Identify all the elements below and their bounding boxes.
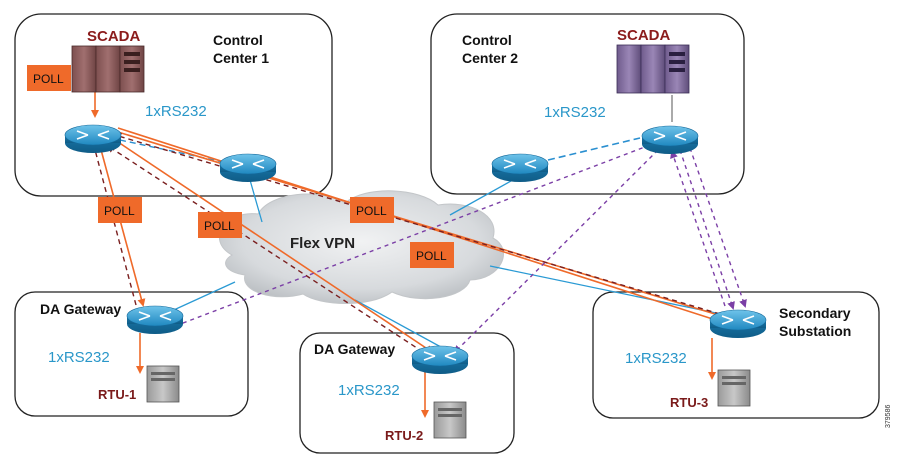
cc2-to-rtu1 [168, 144, 651, 330]
scada-label-cc2: SCADA [617, 27, 671, 44]
link-cc2-router-cloud [449, 175, 521, 216]
cc1-title-line2: Center 1 [213, 50, 269, 66]
server-icon [146, 365, 180, 403]
rtu3-label: RTU-3 [670, 395, 708, 410]
rs232-label-dagw-left: 1xRS232 [48, 349, 110, 366]
scada-server-icon [71, 45, 145, 93]
substation-title-line1: Secondary [779, 305, 851, 321]
server-icon [717, 369, 751, 407]
poll-label: POLL [416, 249, 447, 263]
poll-line-rtu3b [117, 127, 723, 323]
link-cc1-dashed [119, 139, 224, 163]
rs232-label-dagw-center: 1xRS232 [338, 382, 400, 399]
scada-server-icon [616, 44, 690, 94]
cc2-to-rtu3c [670, 150, 726, 307]
figure-id: 379586 [885, 405, 892, 428]
da-gateway-center-title: DA Gateway [314, 341, 395, 357]
server-icon [433, 401, 467, 439]
cloud-label: Flex VPN [290, 235, 355, 252]
router-icon [64, 124, 122, 153]
poll-label: POLL [356, 204, 387, 218]
poll-badge: POLL [198, 212, 242, 238]
poll-label: POLL [33, 72, 64, 86]
rtu2-label: RTU-2 [385, 428, 423, 443]
cc2-to-rtu3a [679, 149, 735, 310]
scada-label-cc1: SCADA [87, 28, 141, 45]
router-icon [491, 153, 549, 182]
rs232-label-cc1: 1xRS232 [145, 103, 207, 120]
router-icon [219, 153, 277, 182]
link-dagw-center-cloud [354, 299, 451, 353]
cc2-title-line2: Center 2 [462, 50, 518, 66]
router-icon [126, 305, 184, 334]
secondary-substation-box [592, 291, 880, 419]
router-icon [411, 345, 469, 374]
poll-badge-cc1: POLL [27, 65, 71, 91]
cc2-to-rtu3b [689, 147, 747, 308]
poll-badge: POLL [350, 197, 394, 223]
poll-label: POLL [104, 204, 135, 218]
connections [91, 92, 747, 418]
cc1-title-line1: Control [213, 32, 263, 48]
return-rtu3 [113, 132, 721, 315]
poll-badge: POLL [98, 197, 142, 223]
link-cc2-dashed [547, 137, 641, 161]
da-gateway-left-title: DA Gateway [40, 301, 121, 317]
poll-line-rtu1 [99, 145, 146, 307]
rs232-label-substation: 1xRS232 [625, 350, 687, 367]
da-gateway-left-box [14, 291, 249, 417]
rtu1-label: RTU-1 [98, 387, 136, 402]
router-icon [641, 125, 699, 154]
poll-line-rtu3a [117, 131, 730, 321]
substation-title-line2: Substation [779, 323, 851, 339]
poll-label: POLL [204, 219, 235, 233]
cc2-title-line1: Control [462, 32, 512, 48]
poll-line-rtu2 [114, 139, 434, 354]
link-cc1-router-cloud [249, 179, 263, 223]
return-rtu1 [91, 144, 137, 306]
poll-badge: POLL [410, 242, 454, 268]
router-icon [709, 309, 767, 338]
rs232-label-cc2: 1xRS232 [544, 104, 606, 121]
link-dagw-left-cloud [164, 281, 236, 315]
